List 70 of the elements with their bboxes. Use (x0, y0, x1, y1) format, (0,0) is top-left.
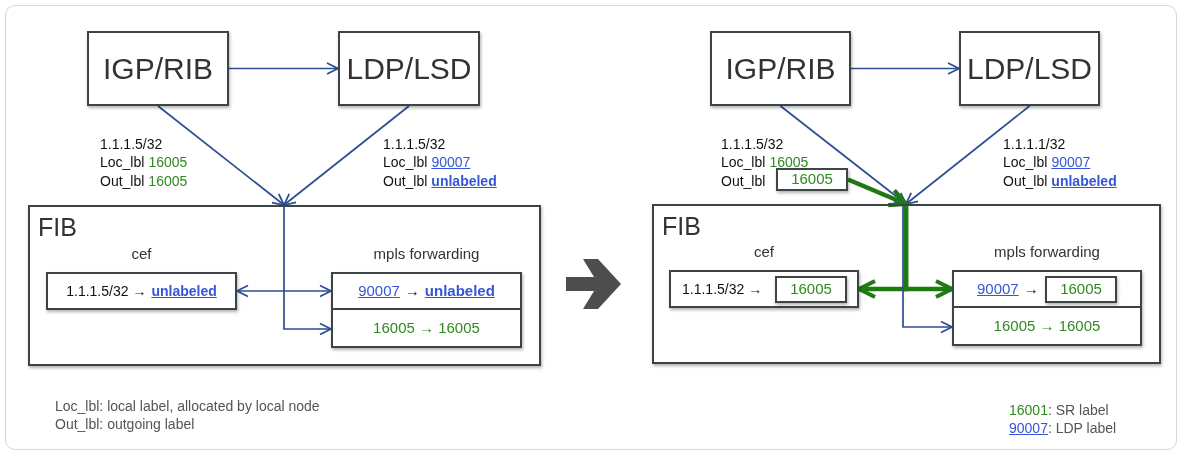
entry-text: unlabeled (424, 280, 495, 301)
note-text: Loc_lbl: local label, allocated by local node (55, 397, 320, 415)
arrow (847, 177, 909, 208)
column-heading: mpls forwarding (372, 244, 481, 264)
entry-text: 90007 (977, 278, 1019, 299)
fib-panel (652, 204, 1161, 364)
panel-title: FIB (662, 211, 701, 241)
entry-text: 16005 → 16005 (373, 317, 480, 338)
arrow (157, 105, 285, 206)
arrow (228, 62, 339, 75)
process-box (338, 31, 480, 106)
note-text: 16001 (1009, 401, 1048, 419)
note-text: : SR label (1047, 401, 1109, 419)
route-label: 16005 (148, 172, 188, 190)
route-label: 16005 (769, 153, 809, 171)
note-text: Out_lbl: outgoing label (55, 415, 195, 433)
table-row (331, 272, 522, 310)
column-heading: cef (130, 244, 153, 264)
label-box (1045, 276, 1117, 303)
entry-text: 90007 (358, 280, 400, 301)
box-label: IGP/RIB (103, 51, 213, 87)
label-value: 16005 (791, 169, 833, 190)
process-box (959, 31, 1100, 106)
route-label: Out_lbl (383, 172, 428, 190)
table-row (952, 308, 1142, 346)
label-value: 16005 (790, 279, 832, 300)
entry-text: unlabeled (151, 281, 217, 301)
route-label: Loc_lbl (721, 153, 766, 171)
arrow (283, 204, 332, 336)
route-label: Loc_lbl (100, 153, 145, 171)
arrow (905, 105, 1031, 205)
note-text: 90007 (1009, 419, 1048, 437)
table-row (331, 310, 522, 348)
route-label: unlabeled (1051, 172, 1117, 190)
entry-text: → (1023, 278, 1039, 299)
box-label: LDP/LSD (346, 51, 472, 87)
route-label: unlabeled (431, 172, 497, 190)
route-label: 90007 (1051, 153, 1091, 171)
panel-title: FIB (38, 212, 77, 242)
route-label: Out_lbl (721, 172, 766, 190)
route-label: 1.1.1.5/32 (383, 135, 446, 153)
label-value: 16005 (1060, 279, 1102, 300)
route-label: 1.1.1.5/32 (721, 135, 784, 153)
box-label: IGP/RIB (725, 51, 836, 87)
route-label: Out_lbl (100, 172, 145, 190)
arrow (850, 62, 960, 75)
route-label: Loc_lbl (383, 153, 428, 171)
process-box (710, 31, 851, 106)
route-label: Out_lbl (1003, 172, 1048, 190)
table-row (952, 270, 1142, 308)
entry-text: 1.1.1.5/32 → (66, 281, 147, 301)
label-box (776, 168, 848, 191)
process-box (87, 31, 229, 106)
route-label: 1.1.1.1/32 (1003, 135, 1066, 153)
arrow (236, 284, 332, 298)
route-label: Loc_lbl (1003, 153, 1048, 171)
box-label: LDP/LSD (966, 51, 1093, 87)
route-label: 16005 (148, 153, 188, 171)
column-heading: cef (753, 242, 775, 262)
arrow (283, 105, 410, 206)
entry-text: 1.1.1.5/32 → (682, 279, 763, 299)
entry-text: → (404, 280, 420, 301)
route-label: 1.1.1.5/32 (100, 135, 163, 153)
column-heading: mpls forwarding (993, 242, 1101, 262)
arrow (779, 105, 907, 205)
entry-text: 16005 → 16005 (993, 315, 1101, 336)
note-text: : LDP label (1047, 419, 1117, 437)
label-box (775, 276, 847, 303)
route-label: 90007 (431, 153, 471, 171)
fib-panel (28, 205, 541, 366)
